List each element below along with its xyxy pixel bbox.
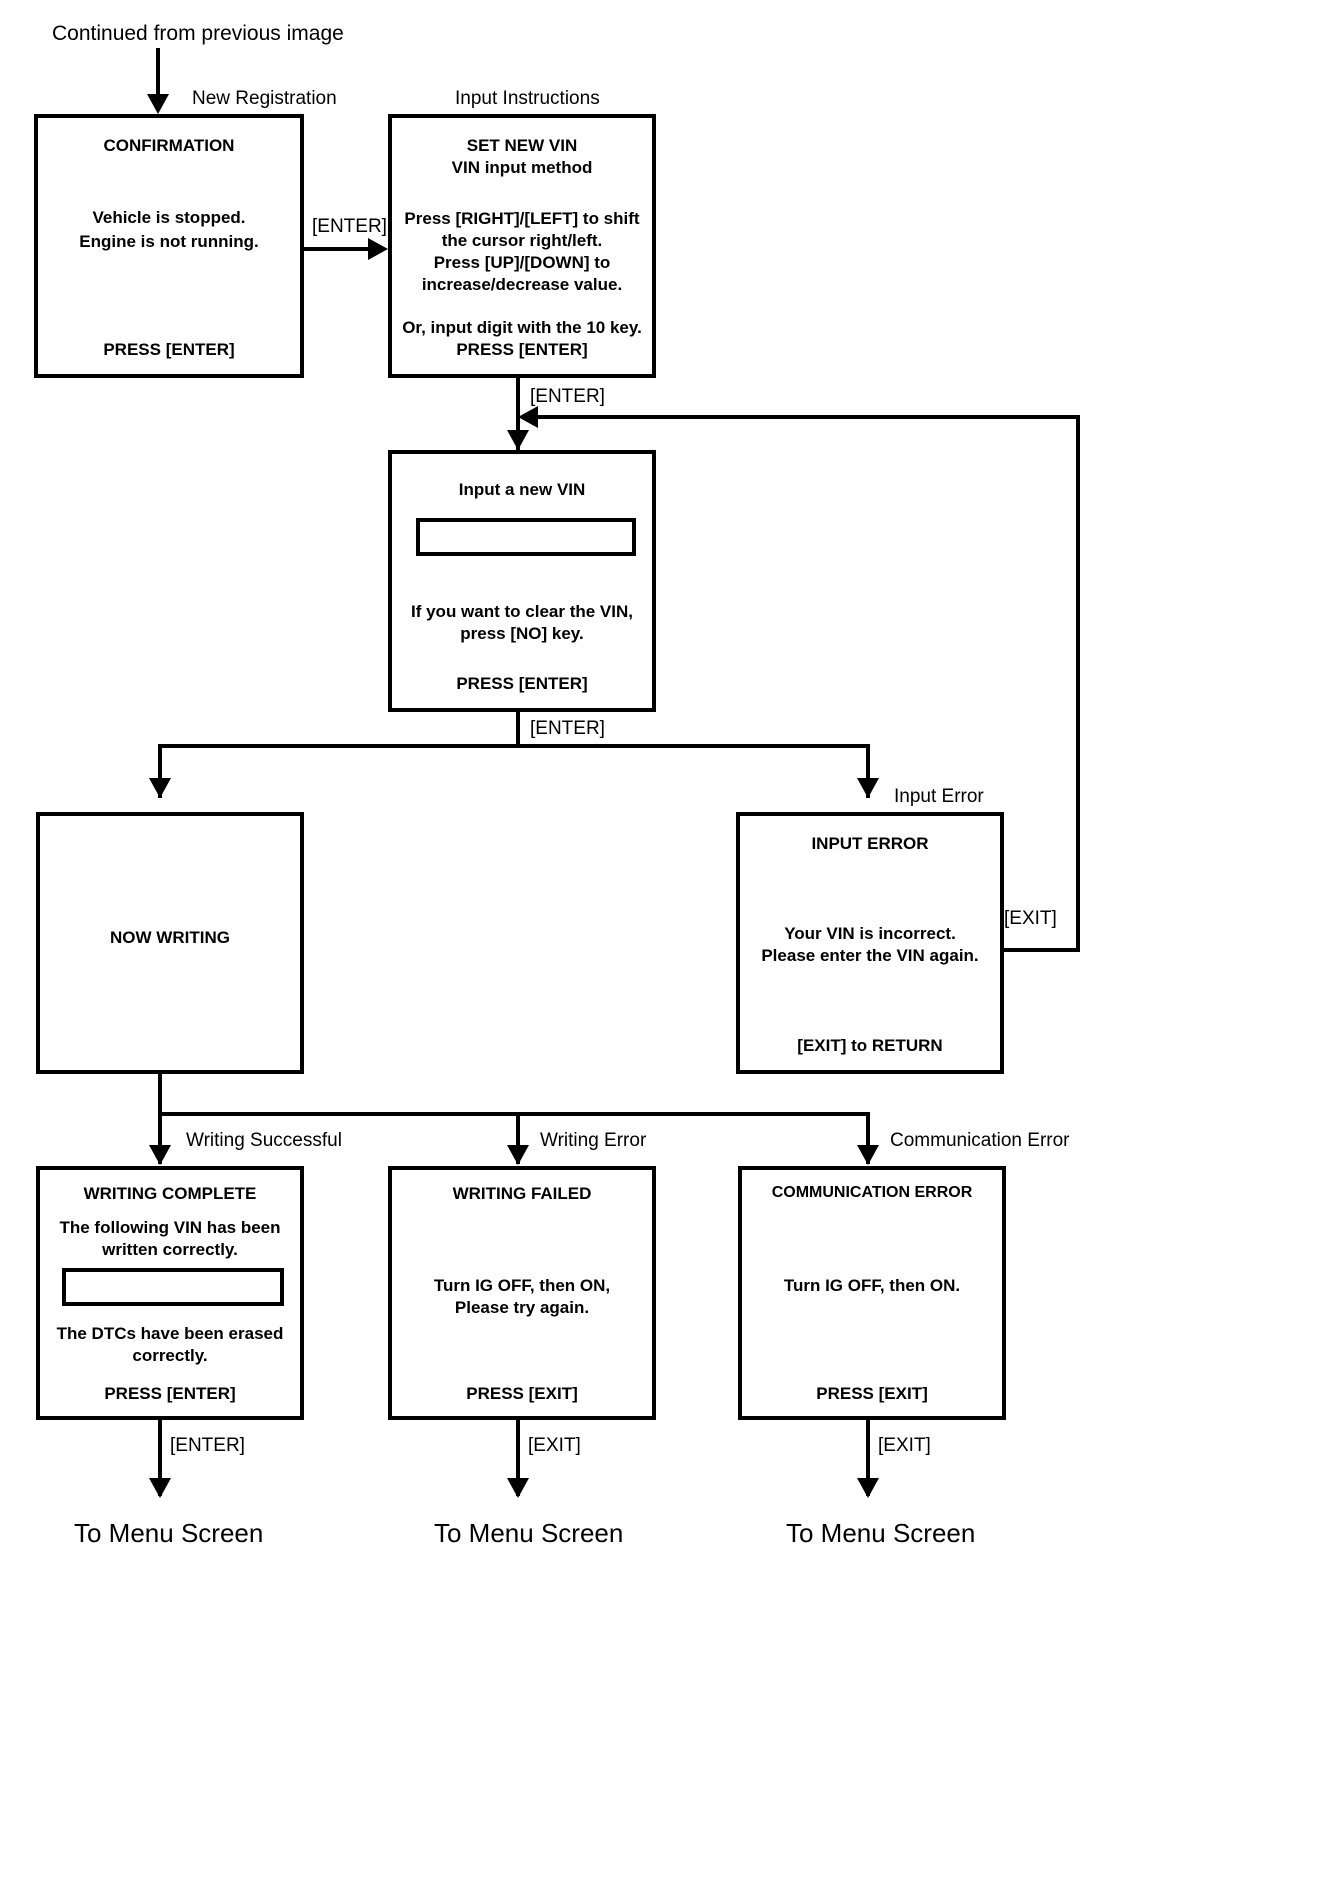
- connector-failed-to-menu: [516, 1420, 520, 1496]
- writing-failed-title: WRITING FAILED: [452, 1184, 592, 1203]
- confirmation-footer: PRESS [ENTER]: [103, 340, 235, 359]
- communication-error-line-1: Turn IG OFF, then ON.: [783, 1276, 961, 1295]
- label-writing-error: Writing Error: [540, 1130, 647, 1151]
- vin-input-field[interactable]: [416, 518, 636, 556]
- arrowhead-setvin-to-inputvin: [507, 430, 529, 450]
- edge-label-enter-3: [ENTER]: [530, 718, 605, 739]
- setvin-title-2: VIN input method: [451, 158, 593, 177]
- edge-label-exit-comm: [EXIT]: [878, 1435, 931, 1456]
- confirmation-line-1: Vehicle is stopped.: [92, 208, 246, 227]
- screen-input-new-vin: Input a new VIN If you want to clear the…: [388, 450, 656, 712]
- arrowhead-exit-loop-return: [518, 406, 538, 428]
- connector-note-to-confirmation: [156, 48, 160, 100]
- now-writing-label: NOW WRITING: [110, 928, 230, 947]
- label-writing-successful: Writing Successful: [186, 1130, 342, 1151]
- writing-complete-footer: PRESS [ENTER]: [104, 1384, 236, 1403]
- setvin-line-5: Or, input digit with the 10 key.: [402, 318, 642, 337]
- input-error-line-2: Please enter the VIN again.: [761, 946, 979, 965]
- edge-label-exit-loop: [EXIT]: [1004, 908, 1057, 929]
- terminal-menu-middle: To Menu Screen: [434, 1518, 624, 1548]
- connector-split-horizontal: [158, 744, 870, 748]
- writing-complete-line-1: The following VIN has been: [59, 1218, 281, 1237]
- communication-error-title: COMMUNICATION ERROR: [771, 1184, 973, 1201]
- confirmation-title: CONFIRMATION: [103, 136, 235, 155]
- screen-set-new-vin: SET NEW VIN VIN input method Press [RIGH…: [388, 114, 656, 378]
- edge-label-exit-failed: [EXIT]: [528, 1435, 581, 1456]
- connector-to-writing-failed: [516, 1112, 520, 1164]
- input-error-title: INPUT ERROR: [811, 834, 929, 853]
- setvin-line-2: the cursor right/left.: [441, 231, 603, 250]
- screen-now-writing: NOW WRITING: [36, 812, 304, 1074]
- terminal-menu-left: To Menu Screen: [74, 1518, 264, 1548]
- edge-label-enter-complete: [ENTER]: [170, 1435, 245, 1456]
- arrowhead-complete-to-menu: [149, 1478, 171, 1498]
- connector-complete-to-menu: [158, 1420, 162, 1496]
- connector-to-now-writing: [158, 744, 162, 798]
- label-new-registration: New Registration: [192, 88, 337, 109]
- connector-exit-loop-bottom: [1004, 948, 1080, 952]
- screen-communication-error: COMMUNICATION ERROR Turn IG OFF, then ON…: [738, 1166, 1006, 1420]
- written-vin-field: [62, 1268, 284, 1306]
- connector-to-communication-error: [866, 1112, 870, 1164]
- connector-exit-loop-right: [1076, 415, 1080, 952]
- label-input-instructions: Input Instructions: [455, 88, 600, 109]
- connector-now-writing-down: [158, 1074, 162, 1116]
- arrowhead-to-now-writing: [149, 778, 171, 798]
- connector-exit-loop-top: [536, 415, 1080, 419]
- connector-to-input-error: [866, 744, 870, 798]
- arrowhead-to-writing-complete: [149, 1145, 171, 1165]
- writing-complete-line-3: The DTCs have been erased: [56, 1324, 284, 1343]
- connector-inputvin-down: [516, 712, 520, 748]
- inputvin-footer: PRESS [ENTER]: [456, 674, 588, 693]
- inputvin-line-2: press [NO] key.: [460, 624, 584, 643]
- edge-label-enter-1: [ENTER]: [312, 216, 387, 237]
- inputvin-title: Input a new VIN: [458, 480, 586, 499]
- writing-complete-line-2: written correctly.: [102, 1240, 238, 1259]
- arrowhead-to-input-error: [857, 778, 879, 798]
- arrowhead-to-communication-error: [857, 1145, 879, 1165]
- screen-writing-failed: WRITING FAILED Turn IG OFF, then ON, Ple…: [388, 1166, 656, 1420]
- terminal-menu-right: To Menu Screen: [786, 1518, 976, 1548]
- writing-complete-title: WRITING COMPLETE: [83, 1184, 257, 1203]
- arrowhead-note-to-confirmation: [147, 94, 169, 114]
- confirmation-line-2: Engine is not running.: [79, 232, 259, 251]
- screen-input-error: INPUT ERROR Your VIN is incorrect. Pleas…: [736, 812, 1004, 1074]
- input-error-footer: [EXIT] to RETURN: [797, 1036, 943, 1055]
- continued-note: Continued from previous image: [52, 22, 344, 45]
- writing-failed-line-1: Turn IG OFF, then ON,: [433, 1276, 611, 1295]
- writing-failed-line-2: Please try again.: [454, 1298, 590, 1317]
- arrowhead-failed-to-menu: [507, 1478, 529, 1498]
- connector-results-split: [158, 1112, 870, 1116]
- screen-confirmation: CONFIRMATION Vehicle is stopped. Engine …: [34, 114, 304, 378]
- arrowhead-to-writing-failed: [507, 1145, 529, 1165]
- label-input-error: Input Error: [894, 786, 984, 807]
- setvin-footer: PRESS [ENTER]: [456, 340, 588, 359]
- input-error-line-1: Your VIN is incorrect.: [784, 924, 956, 943]
- connector-comm-to-menu: [866, 1420, 870, 1496]
- screen-writing-complete: WRITING COMPLETE The following VIN has b…: [36, 1166, 304, 1420]
- label-communication-error: Communication Error: [890, 1130, 1070, 1151]
- arrowhead-confirmation-to-setvin: [368, 238, 388, 260]
- connector-to-writing-complete: [158, 1112, 162, 1164]
- writing-failed-footer: PRESS [EXIT]: [466, 1384, 578, 1403]
- setvin-line-3: Press [UP]/[DOWN] to: [433, 253, 611, 272]
- setvin-title-1: SET NEW VIN: [466, 136, 578, 155]
- edge-label-enter-2: [ENTER]: [530, 386, 605, 407]
- arrowhead-comm-to-menu: [857, 1478, 879, 1498]
- connector-confirmation-to-setvin: [304, 247, 372, 251]
- inputvin-line-1: If you want to clear the VIN,: [411, 602, 633, 621]
- setvin-line-4: increase/decrease value.: [421, 275, 623, 294]
- communication-error-footer: PRESS [EXIT]: [816, 1384, 928, 1403]
- setvin-line-1: Press [RIGHT]/[LEFT] to shift: [404, 209, 640, 228]
- writing-complete-line-4: correctly.: [132, 1346, 208, 1365]
